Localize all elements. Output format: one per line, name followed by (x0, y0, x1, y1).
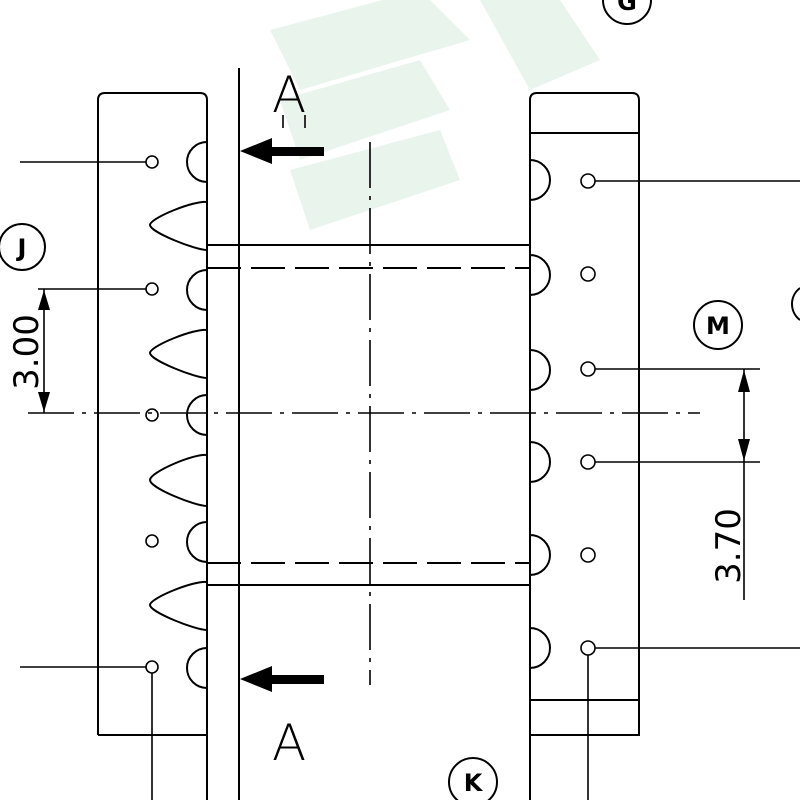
left-flange (97, 92, 208, 800)
section-arrow-top (240, 138, 324, 164)
pin-hole (580, 454, 596, 470)
leader-lines-right (587, 180, 800, 800)
watermark (270, 0, 600, 230)
callout-j-label: J (16, 234, 27, 262)
callout-partial-edge (791, 287, 800, 321)
section-arrow-bottom (240, 666, 324, 692)
pin-hole (145, 660, 159, 674)
pin-hole (580, 361, 596, 377)
leader-lines-left (20, 161, 153, 800)
callout-k-label: K (464, 769, 484, 797)
callout-g-label: G (617, 0, 637, 16)
dimension-right: 3.70 (709, 369, 750, 600)
callout-j: J (0, 223, 46, 271)
pin-hole (145, 534, 159, 548)
pin-hole (580, 640, 596, 656)
dimension-left: 3.00 (7, 289, 50, 413)
pin-hole (580, 173, 596, 189)
center-lines (28, 68, 700, 800)
pin-hole (580, 266, 596, 282)
pin-hole (580, 547, 596, 563)
pin-hole (145, 408, 159, 422)
section-label-bottom: A (272, 714, 306, 772)
right-flange (529, 92, 640, 800)
dimension-label-right: 3.70 (709, 508, 749, 584)
callout-k: K (448, 757, 498, 800)
callout-m: M (693, 300, 743, 350)
dimension-label-left: 3.00 (7, 314, 47, 390)
section-label-top: A (272, 66, 306, 124)
winding-window (207, 244, 530, 586)
callout-m-label: M (706, 312, 730, 340)
pin-hole (145, 155, 159, 169)
pin-hole (145, 282, 159, 296)
callout-g: G (602, 0, 652, 25)
